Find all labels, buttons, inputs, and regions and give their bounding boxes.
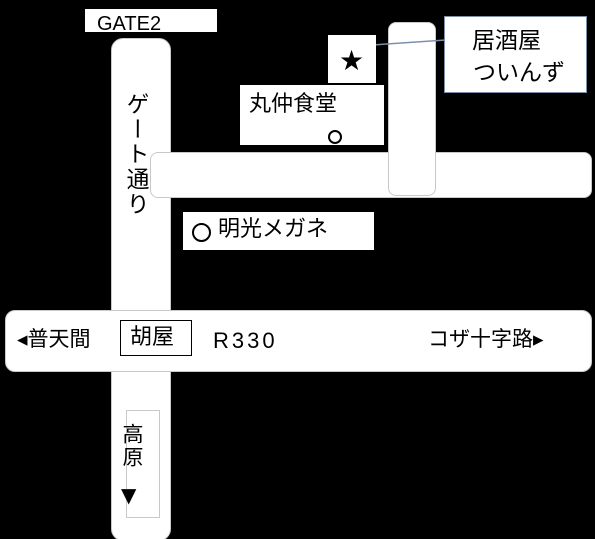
down-arrow-icon: ▼ — [121, 483, 137, 507]
gate-street-label: ゲート通り — [122, 92, 148, 217]
branch-road — [150, 152, 592, 198]
star-icon: ★ — [339, 44, 365, 77]
landmark-box-1 — [240, 85, 384, 145]
west-direction-label: ◂普天間 — [17, 327, 91, 351]
destination-callout: 居酒屋 ついんず — [444, 16, 587, 93]
landmark-name-1: 丸仲食堂 — [249, 92, 338, 117]
gate-label-box — [85, 9, 217, 32]
route-330-road — [5, 310, 592, 372]
south-label: 高原 — [120, 423, 144, 469]
landmark-name-2: 明光メガネ — [218, 217, 329, 242]
landmark-circle-icon — [192, 223, 211, 242]
gate-label: GATE2 — [97, 13, 162, 35]
south-label-box — [126, 410, 160, 518]
landmark-box-2 — [183, 212, 374, 250]
destination-road — [388, 22, 436, 196]
intersection-box — [120, 320, 192, 356]
destination-name-line2: ついんず — [473, 60, 565, 86]
intersection-label: 胡屋 — [130, 325, 175, 350]
destination-name-line1: 居酒屋 — [472, 28, 541, 54]
route-name-label: R330 — [213, 328, 278, 353]
landmark-circle-icon — [328, 130, 342, 144]
east-direction-label: コザ十字路▸ — [428, 327, 544, 351]
destination-marker-box — [328, 35, 376, 83]
